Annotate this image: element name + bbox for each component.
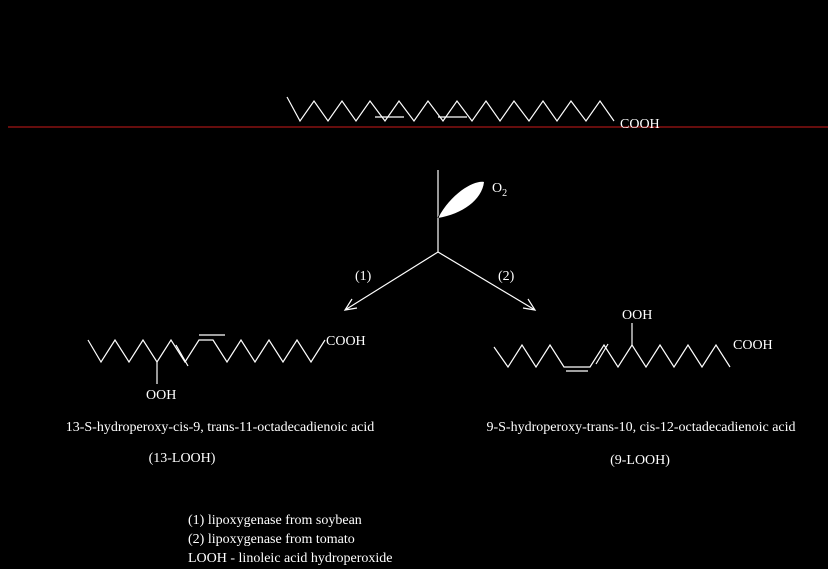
legend-item-tomato: (2) lipoxygenase from tomato (188, 532, 355, 547)
reactant-carbon-chain (286, 96, 615, 123)
product-1-name: 13-S-hydroperoxy-cis-9, trans-11-octadec… (66, 420, 375, 435)
product-2-name: 9-S-hydroperoxy-trans-10, cis-12-octadec… (486, 420, 795, 435)
orbital-lobe-icon (438, 181, 484, 218)
product-1-carbon-chain (87, 338, 326, 364)
reactant-acid-group: COOH (620, 117, 660, 132)
product-1-hydroperoxy-group: OOH (146, 388, 176, 403)
product-1-double-bond-11 (175, 344, 189, 367)
oxygen-label: O2 (492, 181, 507, 199)
pathway-2-arrow (437, 251, 536, 311)
pathway-2-arrowhead (522, 298, 537, 311)
product-1-acid-group: COOH (326, 334, 366, 349)
legend-item-soybean: (1) lipoxygenase from soybean (188, 513, 362, 528)
pathway-1-arrow (344, 251, 439, 311)
pathway-1-arrowhead (343, 298, 358, 311)
oxygen-symbol: O (492, 181, 502, 196)
product-2-carbon-chain (493, 343, 731, 369)
pathway-1-marker: (1) (355, 269, 372, 284)
product-1-abbreviation: (13-LOOH) (149, 451, 216, 466)
product-2-abbreviation: (9-LOOH) (610, 453, 670, 468)
product-2-hydroperoxy-group: OOH (622, 308, 652, 323)
oxygen-subscript: 2 (502, 188, 507, 199)
orbital-lobe-tail (437, 193, 453, 219)
product-2-double-bond-10 (595, 343, 609, 365)
legend: (1) lipoxygenase from soybean (2) lipoxy… (188, 511, 393, 568)
pathway-2-marker: (2) (498, 269, 515, 284)
legend-item-looh-definition: LOOH - linoleic acid hydroperoxide (188, 551, 393, 566)
product-2-acid-group: COOH (733, 338, 773, 353)
